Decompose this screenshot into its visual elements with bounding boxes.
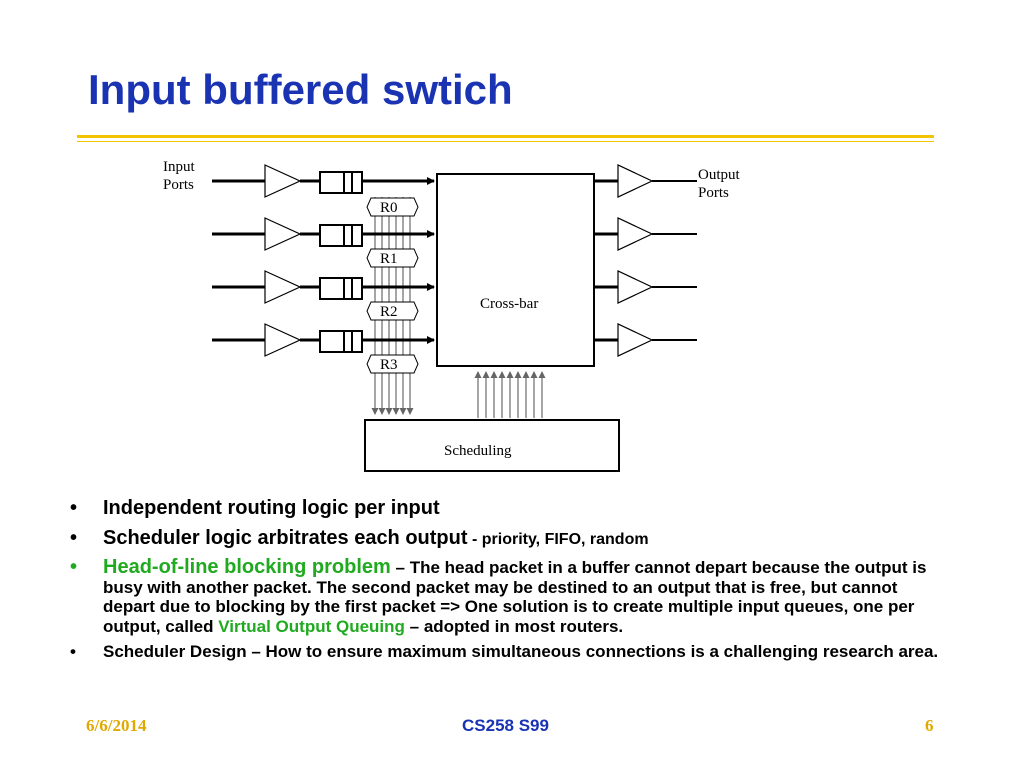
bullet-highlight-2: Virtual Output Queuing bbox=[218, 616, 405, 636]
bullet-text: Scheduler Design – How to ensure maximum… bbox=[103, 642, 939, 661]
title-divider bbox=[77, 135, 934, 138]
input-port-2 bbox=[212, 270, 435, 304]
output-port-2 bbox=[594, 270, 697, 304]
crossbar-label: Cross-bar bbox=[480, 296, 538, 312]
router-r1: R1 bbox=[366, 248, 419, 268]
scheduling-label: Scheduling bbox=[444, 443, 512, 459]
router-r0: R0 bbox=[366, 197, 419, 217]
bullet-text: – The head packet in a buffer cannot dep… bbox=[103, 558, 927, 636]
bullet-dot: • bbox=[70, 497, 78, 519]
output-ports-label-line1: Output bbox=[698, 167, 741, 183]
bullet-highlight: Head-of-line blocking problem bbox=[103, 556, 391, 578]
input-ports-label-line1: Input bbox=[163, 159, 195, 175]
router-r1-label: R1 bbox=[380, 251, 398, 267]
input-ports-label-line2: Ports bbox=[163, 177, 194, 193]
crossbar-box bbox=[436, 173, 595, 367]
router-r0-label: R0 bbox=[380, 200, 398, 216]
router-r3: R3 bbox=[366, 354, 419, 374]
footer-page-number: 6 bbox=[925, 716, 934, 735]
bullet-item-1: • Independent routing logic per input bbox=[70, 496, 950, 520]
bullet-item-4: • Scheduler Design – How to ensure maxim… bbox=[70, 642, 950, 662]
router-r2: R2 bbox=[366, 301, 419, 321]
input-port-1 bbox=[212, 217, 435, 251]
bullet-item-3: • Head-of-line blocking problem – The he… bbox=[70, 556, 950, 636]
switch-diagram: Input Ports Output Ports bbox=[163, 159, 741, 472]
bullet-text: Scheduler logic arbitrates each output bbox=[103, 527, 468, 549]
input-port-0 bbox=[212, 164, 435, 198]
bullet-item-2: • Scheduler logic arbitrates each output… bbox=[70, 526, 950, 552]
router-r3-label: R3 bbox=[380, 357, 398, 373]
input-port-3 bbox=[212, 323, 435, 357]
bullet-dot: • bbox=[70, 642, 76, 661]
bullet-text-2: – adopted in most routers. bbox=[404, 616, 624, 636]
output-port-1 bbox=[594, 217, 697, 251]
scheduling-box bbox=[364, 419, 620, 472]
output-port-3 bbox=[594, 323, 697, 357]
bullet-text: Independent routing logic per input bbox=[103, 497, 440, 519]
bullet-dot: • bbox=[70, 527, 78, 549]
title-divider-thin bbox=[77, 141, 934, 142]
footer-course: CS258 S99 bbox=[462, 716, 549, 735]
router-r2-label: R2 bbox=[380, 304, 398, 320]
output-ports-label-line2: Ports bbox=[698, 185, 729, 201]
bullet-list: • Independent routing logic per input • … bbox=[70, 496, 950, 668]
output-port-0 bbox=[594, 164, 697, 198]
footer-date: 6/6/2014 bbox=[86, 716, 147, 735]
bullet-suffix: - priority, FIFO, random bbox=[467, 531, 649, 548]
bullet-dot: • bbox=[70, 556, 78, 578]
slide-title: Input buffered swtich bbox=[88, 66, 513, 113]
